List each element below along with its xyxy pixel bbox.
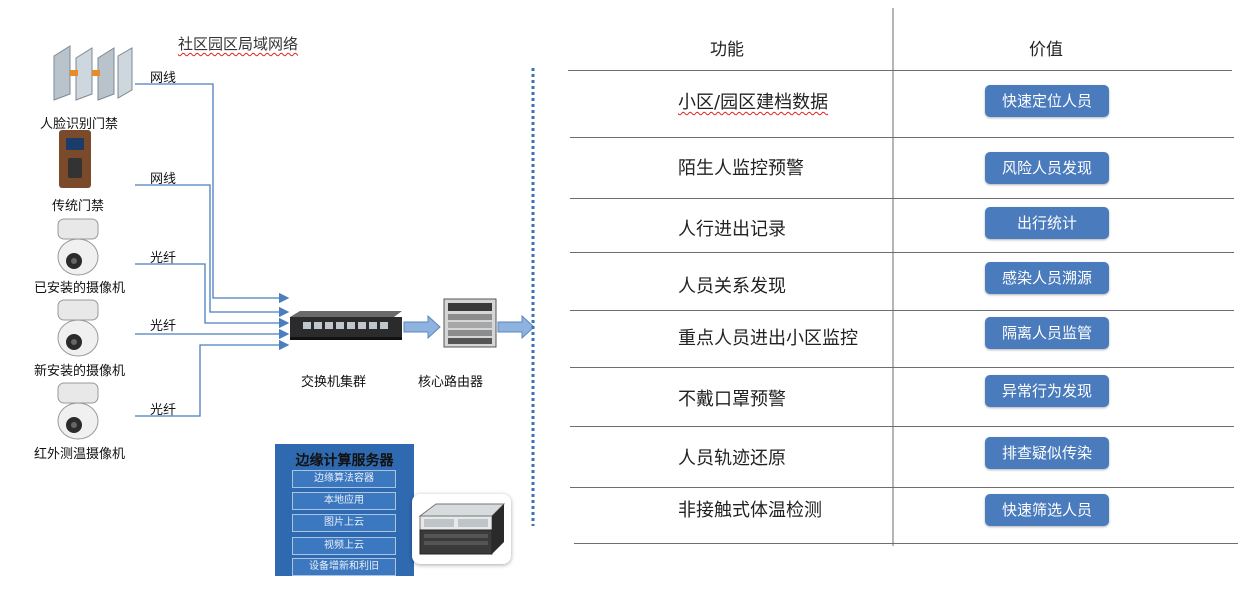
link-line-access (135, 184, 290, 318)
dome-camera-icon (52, 381, 104, 441)
network-title: 社区园区局域网络 (178, 35, 299, 53)
edge-server-title: 边缘计算服务器 (295, 453, 394, 469)
value-badge: 隔离人员监管 (985, 317, 1109, 349)
table-rule (574, 543, 1238, 544)
link-label-camera-installed: 光纤 (150, 251, 177, 266)
table-rule (568, 70, 1232, 71)
table-rule (570, 367, 1234, 368)
value-badge: 排查疑似传染 (985, 437, 1109, 469)
table-rule (570, 252, 1234, 253)
value-badge: 感染人员溯源 (985, 262, 1109, 294)
table-rule (570, 137, 1234, 138)
dome-camera-icon (52, 298, 104, 358)
switch-to-router-arrow (403, 314, 441, 340)
link-label-face-gate: 网线 (150, 71, 177, 86)
switch-icon (290, 311, 402, 340)
header-value: 价值 (1029, 40, 1063, 60)
turnstile-gate-icon (50, 42, 134, 102)
switch-label: 交换机集群 (301, 375, 367, 390)
table-rule (570, 310, 1234, 311)
function-cell: 人员关系发现 (678, 276, 786, 297)
value-badge: 异常行为发现 (985, 375, 1109, 407)
header-function: 功能 (710, 40, 744, 60)
function-cell: 人行进出记录 (678, 219, 786, 240)
router-label: 核心路由器 (418, 375, 484, 390)
function-cell: 小区/园区建档数据 (678, 92, 829, 113)
device-label-camera-new: 新安装的摄像机 (34, 364, 126, 379)
value-badge: 风险人员发现 (985, 152, 1109, 184)
link-label-camera-new: 光纤 (150, 319, 177, 334)
table-rule (570, 487, 1234, 488)
router-icon (443, 298, 497, 348)
edge-item: 视频上云 (292, 537, 396, 555)
value-badge: 出行统计 (985, 207, 1109, 239)
value-badge: 快速定位人员 (985, 85, 1109, 117)
link-label-access: 网线 (150, 172, 177, 187)
link-label-camera-thermal: 光纤 (150, 403, 177, 418)
device-label-face-gate: 人脸识别门禁 (40, 117, 119, 132)
router-to-lan-arrow (497, 314, 535, 340)
rack-server-icon (412, 494, 511, 564)
function-cell: 非接触式体温检测 (678, 500, 822, 521)
function-cell: 不戴口罩预警 (678, 389, 786, 410)
edge-item: 边缘算法容器 (292, 470, 396, 488)
function-cell: 重点人员进出小区监控 (678, 328, 858, 349)
link-line-camera-3 (135, 339, 290, 417)
device-label-camera-thermal: 红外测温摄像机 (34, 447, 126, 462)
fingerprint-reader-icon (59, 130, 91, 188)
edge-item: 本地应用 (292, 492, 396, 510)
device-label-access: 传统门禁 (52, 199, 105, 214)
table-rule (570, 198, 1234, 199)
device-label-camera-installed: 已安装的摄像机 (34, 281, 126, 296)
function-cell: 人员轨迹还原 (678, 448, 786, 469)
table-rule (570, 426, 1234, 427)
link-line-face-gate (135, 83, 290, 304)
link-line-camera-1 (135, 263, 290, 329)
function-cell: 陌生人监控预警 (678, 158, 804, 179)
value-badge: 快速筛选人员 (985, 494, 1109, 526)
edge-item: 图片上云 (292, 514, 396, 532)
edge-item: 设备增新和利旧 (292, 558, 396, 576)
dome-camera-icon (52, 217, 104, 277)
